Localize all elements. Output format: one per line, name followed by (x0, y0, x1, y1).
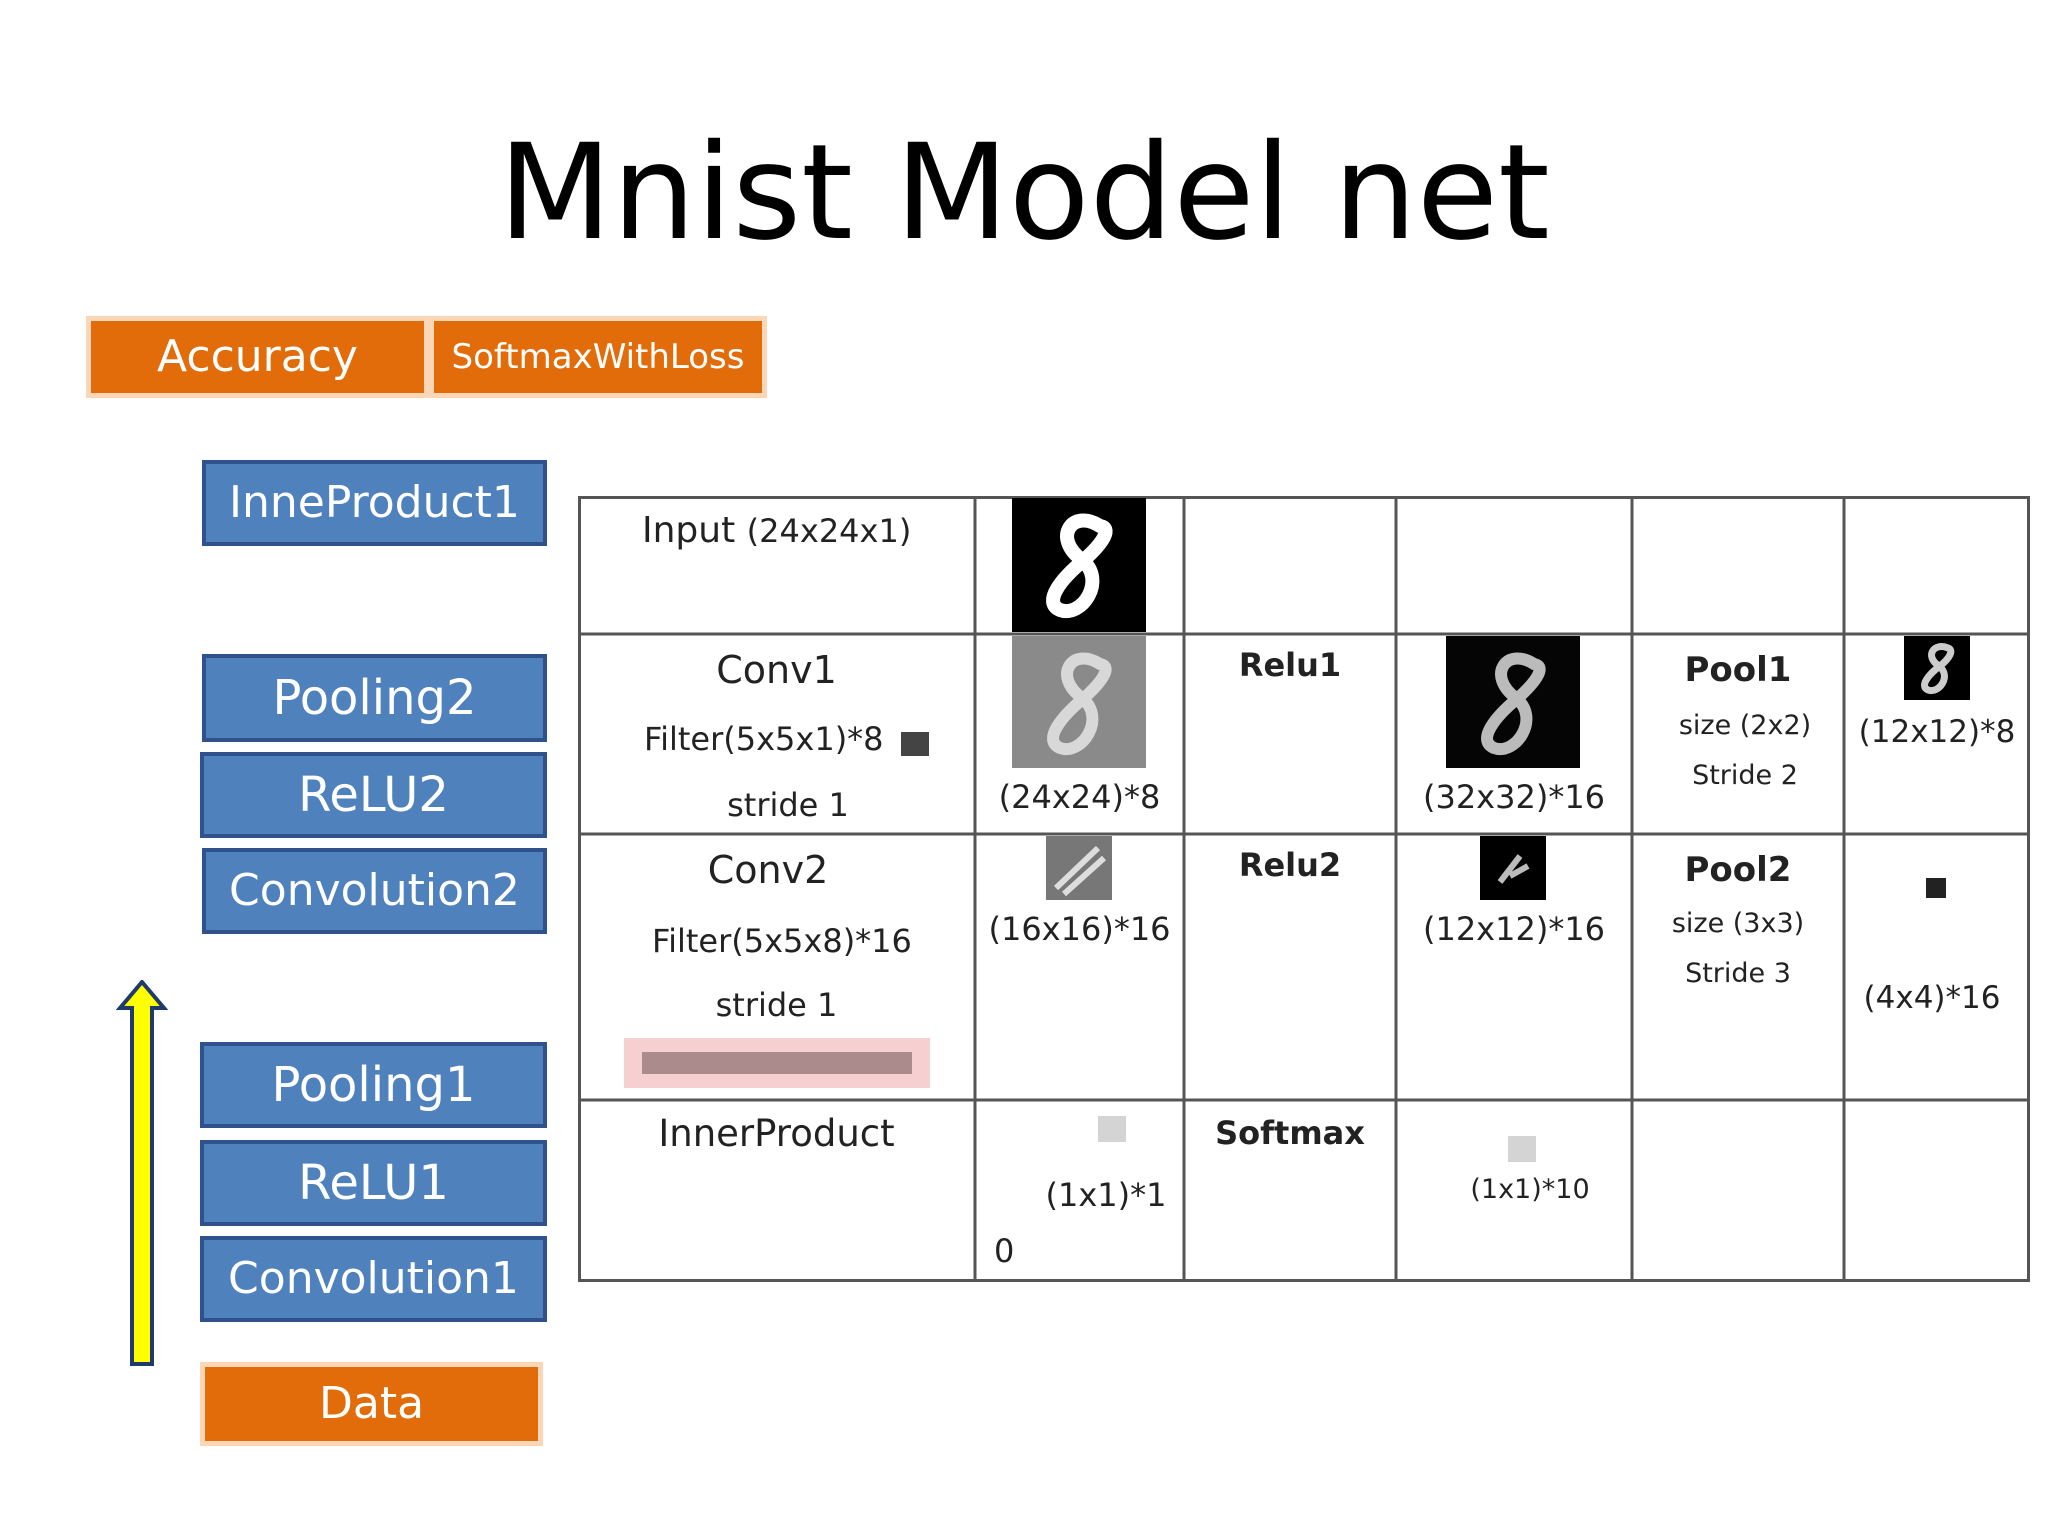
pool2-size: size (3x3) (1671, 908, 1805, 939)
conv2-feature-image (1046, 836, 1112, 900)
layer-convolution2: Convolution2 (202, 848, 547, 934)
relu2-label: Relu2 (1238, 846, 1342, 884)
layer-label: Pooling2 (272, 670, 477, 726)
conv2-name: Conv2 (707, 848, 829, 892)
input-dims: (24x24x1) (746, 512, 912, 550)
pool2-output-dims: (4x4)*16 (1863, 980, 2001, 1016)
input-label-text: Input (642, 510, 736, 551)
layer-label: ReLU1 (298, 1155, 449, 1211)
softmax-output-dims: (1x1)*10 (1470, 1174, 1590, 1205)
pool1-output-dims: (12x12)*8 (1858, 714, 2016, 750)
conv1-feature-image (1012, 636, 1146, 768)
up-arrow-icon (116, 980, 168, 1366)
layer-label: Convolution1 (228, 1253, 519, 1304)
accuracy-label: Accuracy (157, 331, 358, 382)
pool2-label: Pool2 (1684, 850, 1792, 890)
conv2-filter: Filter(5x5x8)*16 (652, 922, 912, 960)
layer-label: Convolution2 (229, 865, 520, 916)
layer-pooling2: Pooling2 (202, 654, 547, 742)
conv1-name: Conv1 (716, 648, 837, 692)
pool1-size: size (2x2) (1678, 710, 1812, 741)
relu1-feature-image (1446, 636, 1580, 768)
inner-product-output-image (1098, 1116, 1126, 1142)
layer-data: Data (200, 1362, 543, 1446)
relu2-feature-image (1480, 836, 1546, 900)
softmax-output-image (1508, 1136, 1536, 1162)
pool2-feature-image (1926, 878, 1946, 898)
network-table (578, 496, 2030, 1282)
layer-label: Pooling1 (271, 1057, 476, 1113)
softmax-label: Softmax (1215, 1114, 1365, 1152)
conv1-output-dims: (24x24)*8 (998, 778, 1161, 816)
pool1-stride: Stride 2 (1692, 760, 1798, 791)
layer-label: ReLU2 (298, 767, 449, 823)
conv2-output-dims: (16x16)*16 (988, 910, 1171, 948)
inner-product-output-dims: (1x1)*1 (1045, 1176, 1167, 1214)
conv1-filter: Filter(5x5x1)*8 (644, 720, 884, 758)
inner-product-name: InnerProduct (658, 1112, 895, 1155)
conv2-stride: stride 1 (715, 986, 838, 1024)
layer-relu1: ReLU1 (200, 1140, 547, 1226)
layer-pooling1: Pooling1 (200, 1042, 547, 1128)
pool1-feature-image (1904, 636, 1970, 700)
conv1-stride: stride 1 (727, 786, 849, 824)
conv2-filter-image (624, 1038, 930, 1088)
layer-label: Data (318, 1378, 425, 1429)
layer-label: InneProduct1 (229, 477, 520, 528)
relu1-label: Relu1 (1238, 646, 1342, 684)
pool2-stride: Stride 3 (1685, 958, 1791, 989)
relu2-output-dims: (12x12)*16 (1422, 910, 1606, 948)
accuracy-box: Accuracy (86, 316, 429, 398)
input-label: Input (24x24x1) (642, 510, 911, 551)
layer-relu2: ReLU2 (200, 752, 547, 838)
conv1-filter-image (901, 732, 929, 756)
pool1-label: Pool1 (1684, 650, 1792, 690)
input-digit-image (1012, 498, 1146, 632)
layer-convolution1: Convolution1 (200, 1236, 547, 1322)
inner-product-extra-value: 0 (994, 1232, 1015, 1270)
slide-title: Mnist Model net (498, 116, 1550, 270)
softmax-loss-label: SoftmaxWithLoss (451, 337, 745, 377)
layer-inner-product1: InneProduct1 (202, 460, 547, 546)
softmax-loss-box: SoftmaxWithLoss (429, 316, 767, 398)
relu1-output-dims: (32x32)*16 (1422, 778, 1606, 816)
